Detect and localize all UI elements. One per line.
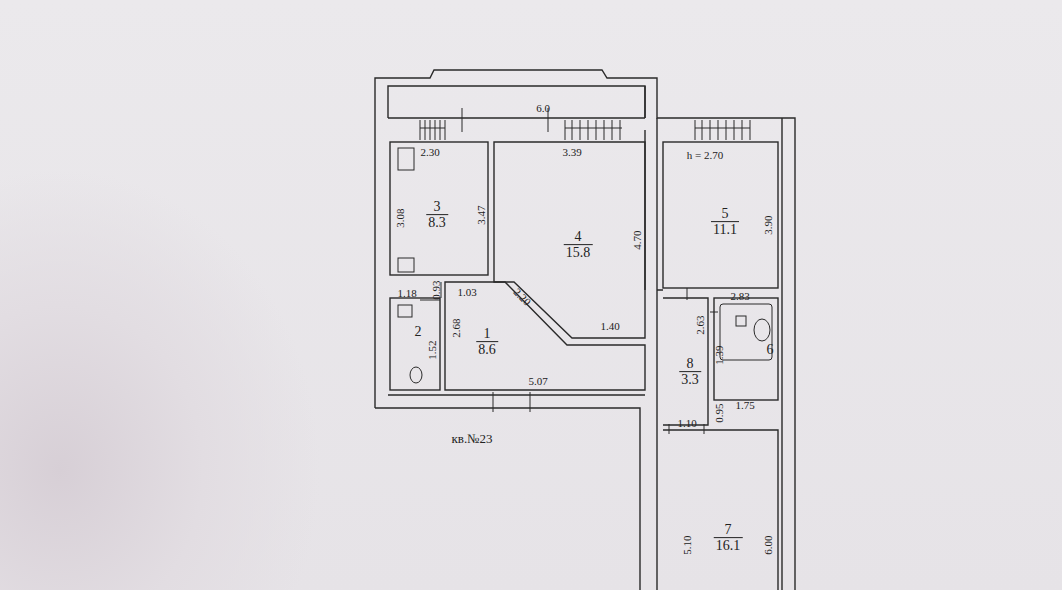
- dimension-label: 1.52: [427, 340, 438, 359]
- balcony: [388, 86, 645, 118]
- dimension-label: 3.47: [476, 205, 487, 224]
- wall: [388, 118, 782, 590]
- bathtub: [720, 304, 772, 360]
- dimension-label: 6.00: [763, 535, 774, 554]
- dimension-label: 2.20: [511, 286, 532, 307]
- room-number: 5: [711, 206, 739, 222]
- wall: [644, 86, 645, 118]
- room-outline: [390, 298, 440, 390]
- room-number: 1: [476, 326, 498, 342]
- dimension-label: 2.30: [420, 147, 439, 158]
- room-label: 83.3: [679, 356, 701, 388]
- window: [565, 120, 622, 140]
- dimension-label: 5.07: [528, 376, 547, 387]
- room-outline: [714, 298, 778, 400]
- room-area: 15.8: [564, 246, 593, 261]
- dimension-label: 2.68: [451, 318, 462, 337]
- outer-wall: [375, 70, 795, 590]
- dimension-label: 2.83: [730, 291, 749, 302]
- dimension-label: кв.№23: [451, 432, 492, 445]
- room-area: 16.1: [714, 539, 743, 554]
- room-area: 3.3: [679, 373, 701, 388]
- room-area: 8.6: [476, 343, 498, 358]
- dimension-label: 0.93: [431, 280, 442, 299]
- sink: [398, 305, 412, 317]
- dimension-label: 1.40: [600, 321, 619, 332]
- dimension-label: 1.10: [677, 418, 696, 429]
- room-area: 8.3: [426, 216, 448, 231]
- sink: [398, 258, 414, 272]
- room-outline: [663, 142, 778, 288]
- room-number: 3: [426, 199, 448, 215]
- room-number: 6: [765, 342, 776, 357]
- dimension-label: 3.08: [395, 208, 406, 227]
- dimension-label: h = 2.70: [687, 150, 723, 161]
- window: [420, 120, 445, 140]
- room-label: 6: [765, 342, 776, 357]
- dimension-label: 5.10: [682, 535, 693, 554]
- dimension-label: 3.39: [562, 147, 581, 158]
- room-outline: [445, 282, 645, 390]
- room-outline: [663, 430, 778, 590]
- room-outline: [663, 298, 708, 425]
- room-number: 7: [714, 522, 743, 538]
- room-outline: [494, 142, 645, 338]
- room-number: 8: [679, 356, 701, 372]
- room-label: 38.3: [426, 199, 448, 231]
- dimension-label: 1.03: [457, 287, 476, 298]
- dimension-label: 6.0: [536, 103, 550, 114]
- room-label: 716.1: [714, 522, 743, 554]
- dimension-label: 1.18: [397, 288, 416, 299]
- dimension-label: 3.90: [763, 215, 774, 234]
- room-label: 18.6: [476, 326, 498, 358]
- dimension-label: 4.70: [632, 230, 643, 249]
- room-outline: [390, 142, 488, 275]
- toilet: [754, 319, 770, 341]
- sink: [736, 316, 746, 326]
- window: [695, 120, 750, 140]
- room-label: 415.8: [564, 229, 593, 261]
- wall: [388, 130, 663, 395]
- room-label: 511.1: [711, 206, 739, 238]
- dimension-label: 2.63: [695, 315, 706, 334]
- room-area: 11.1: [711, 223, 739, 238]
- dimension-label: 1.75: [735, 400, 754, 411]
- door-mark: [462, 108, 718, 434]
- outer-wall: [375, 408, 640, 590]
- stove: [398, 148, 414, 170]
- dimension-label: 1.39: [714, 345, 725, 364]
- room-label: 2: [413, 324, 424, 339]
- dimension-label: 0.95: [714, 403, 725, 422]
- room-number: 2: [413, 324, 424, 339]
- toilet: [410, 367, 422, 383]
- room-number: 4: [564, 229, 593, 245]
